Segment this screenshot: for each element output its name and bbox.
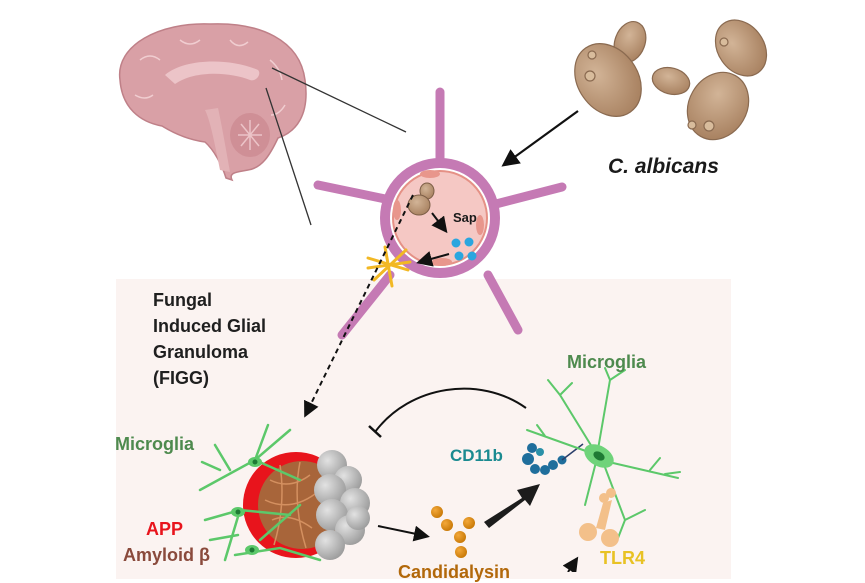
figg-title: Fungal Induced Glial Granuloma (FIGG) xyxy=(153,287,266,391)
yeast-in-vessel-icon xyxy=(407,182,435,216)
arrow-to-tlr4 xyxy=(562,556,579,572)
arrow-figg-to-candidalysin xyxy=(377,525,430,542)
brain-sagittal-icon xyxy=(119,23,307,182)
brain-callout-line xyxy=(271,67,407,133)
inhibition-curve-line xyxy=(374,387,527,433)
sap-protease-particles-icon xyxy=(451,237,477,261)
tlr4-receptor-icon xyxy=(579,488,619,547)
tlr4-label: TLR4 xyxy=(600,548,645,568)
microglia-right-label: Microglia xyxy=(567,352,647,372)
app-label: APP xyxy=(146,519,184,539)
figg-title-line: Induced Glial xyxy=(153,316,267,336)
inhibition-bar xyxy=(368,425,382,438)
figg-title-line: (FIGG) xyxy=(153,368,209,388)
arrow-yeast-to-sap xyxy=(431,212,448,234)
blood-vessel-cross-section-icon xyxy=(313,87,567,340)
thick-arrow-to-cd11b xyxy=(484,484,540,528)
microglia-left-label: Microglia xyxy=(115,434,195,454)
candidalysin-label: Candidalysin xyxy=(398,562,511,582)
sap-label: Sap xyxy=(453,210,477,225)
c-albicans-label: C. albicans xyxy=(608,155,719,178)
cd11b-label: CD11b xyxy=(450,446,503,465)
cd11b-stalk xyxy=(561,443,584,461)
figg-title-line: Granuloma xyxy=(153,342,249,362)
cd11b-receptor-icon xyxy=(522,443,567,475)
brain-callout-line xyxy=(265,87,312,226)
arrow-sap-to-barrier xyxy=(416,251,450,267)
dashed-arrow-to-figg xyxy=(304,194,414,418)
amyloid-beta-label: Amyloid β xyxy=(123,545,210,565)
granuloma-figg-icon xyxy=(198,423,370,562)
candidalysin-particles-icon xyxy=(431,506,475,558)
barrier-damage-burst-icon xyxy=(366,245,412,288)
figg-title-line: Fungal xyxy=(153,290,212,310)
microglia-nucleus xyxy=(593,451,605,461)
arrow-yeast-to-vessel xyxy=(501,110,579,167)
microglia-cell-icon xyxy=(526,367,681,539)
candida-yeast-cells-icon xyxy=(574,19,768,141)
